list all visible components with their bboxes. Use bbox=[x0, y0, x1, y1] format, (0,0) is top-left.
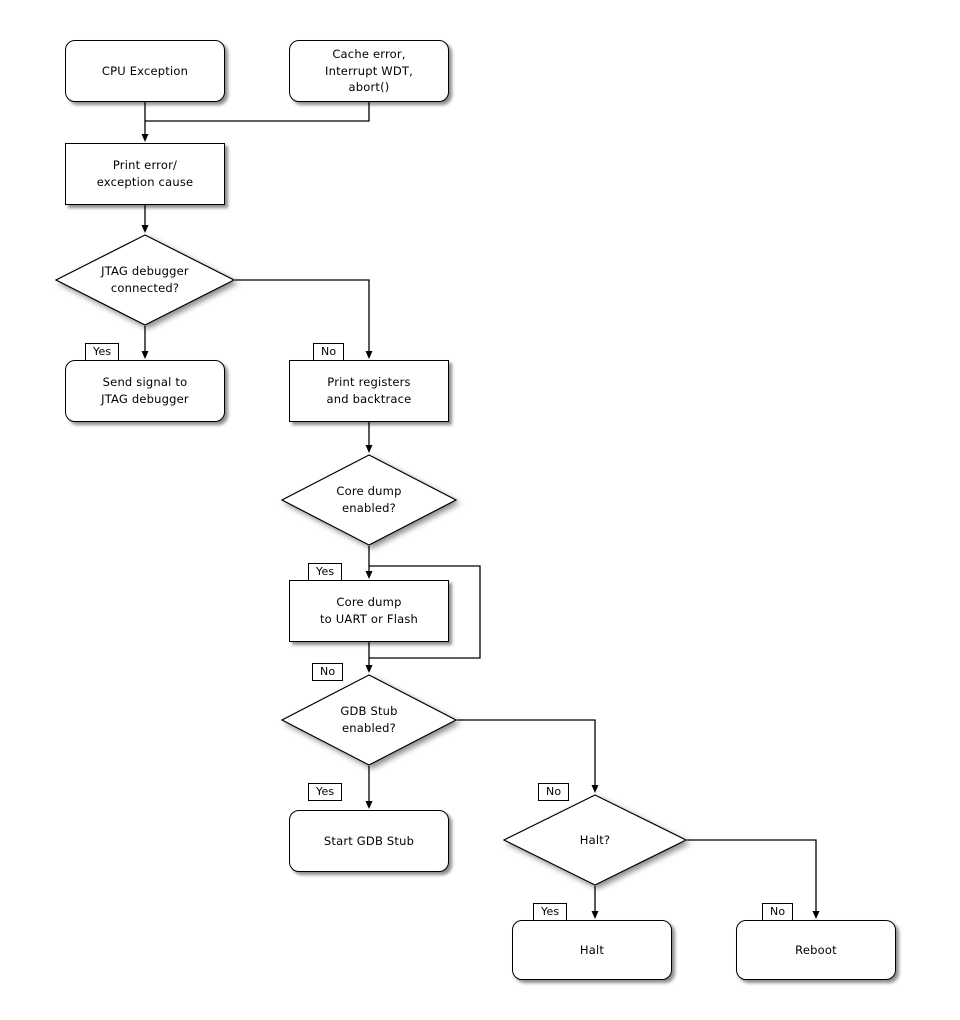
node-cache-error[interactable]: Cache error, Interrupt WDT, abort() bbox=[289, 40, 449, 102]
decision-gdb-stub-enabled-label: GDB Stub enabled? bbox=[340, 704, 398, 735]
node-send-signal[interactable]: Send signal to JTAG debugger bbox=[65, 360, 225, 422]
edge-jtag-no bbox=[235, 279, 373, 359]
edge-label-gdbstub-no: No bbox=[538, 783, 570, 801]
node-print-registers[interactable]: Print registers and backtrace bbox=[289, 360, 449, 422]
edge-label-jtag-yes: Yes bbox=[85, 343, 120, 361]
edge-cache-to-print bbox=[145, 102, 370, 122]
decision-jtag-connected[interactable]: JTAG debugger connected? bbox=[54, 234, 236, 326]
edge-label-halt-yes: Yes bbox=[533, 903, 568, 921]
edge-label-jtag-no: No bbox=[313, 343, 345, 361]
edge-halt-no bbox=[687, 839, 820, 919]
node-print-error[interactable]: Print error/ exception cause bbox=[65, 143, 225, 205]
decision-gdb-stub-enabled[interactable]: GDB Stub enabled? bbox=[280, 674, 458, 766]
diamond-shape bbox=[502, 794, 688, 886]
diamond-shape bbox=[54, 234, 236, 326]
edge-label-coredump-yes: Yes bbox=[308, 563, 343, 581]
edge-gdbstub-no bbox=[457, 719, 599, 793]
node-cpu-exception[interactable]: CPU Exception bbox=[65, 40, 225, 102]
decision-core-dump-enabled-label: Core dump enabled? bbox=[336, 484, 402, 515]
decision-halt-label: Halt? bbox=[579, 832, 611, 847]
decision-halt[interactable]: Halt? bbox=[502, 794, 688, 886]
diamond-shape bbox=[280, 454, 458, 546]
node-halt[interactable]: Halt bbox=[512, 920, 672, 980]
edge-label-halt-no: No bbox=[762, 903, 794, 921]
node-start-gdb-stub[interactable]: Start GDB Stub bbox=[289, 810, 449, 872]
edge-label-gdbstub-yes: Yes bbox=[308, 783, 343, 801]
edge-label-coredump-no: No bbox=[312, 663, 344, 681]
decision-jtag-connected-label: JTAG debugger connected? bbox=[101, 264, 189, 295]
node-reboot[interactable]: Reboot bbox=[736, 920, 896, 980]
node-core-dump[interactable]: Core dump to UART or Flash bbox=[289, 580, 449, 642]
diamond-shape bbox=[280, 674, 458, 766]
decision-core-dump-enabled[interactable]: Core dump enabled? bbox=[280, 454, 458, 546]
